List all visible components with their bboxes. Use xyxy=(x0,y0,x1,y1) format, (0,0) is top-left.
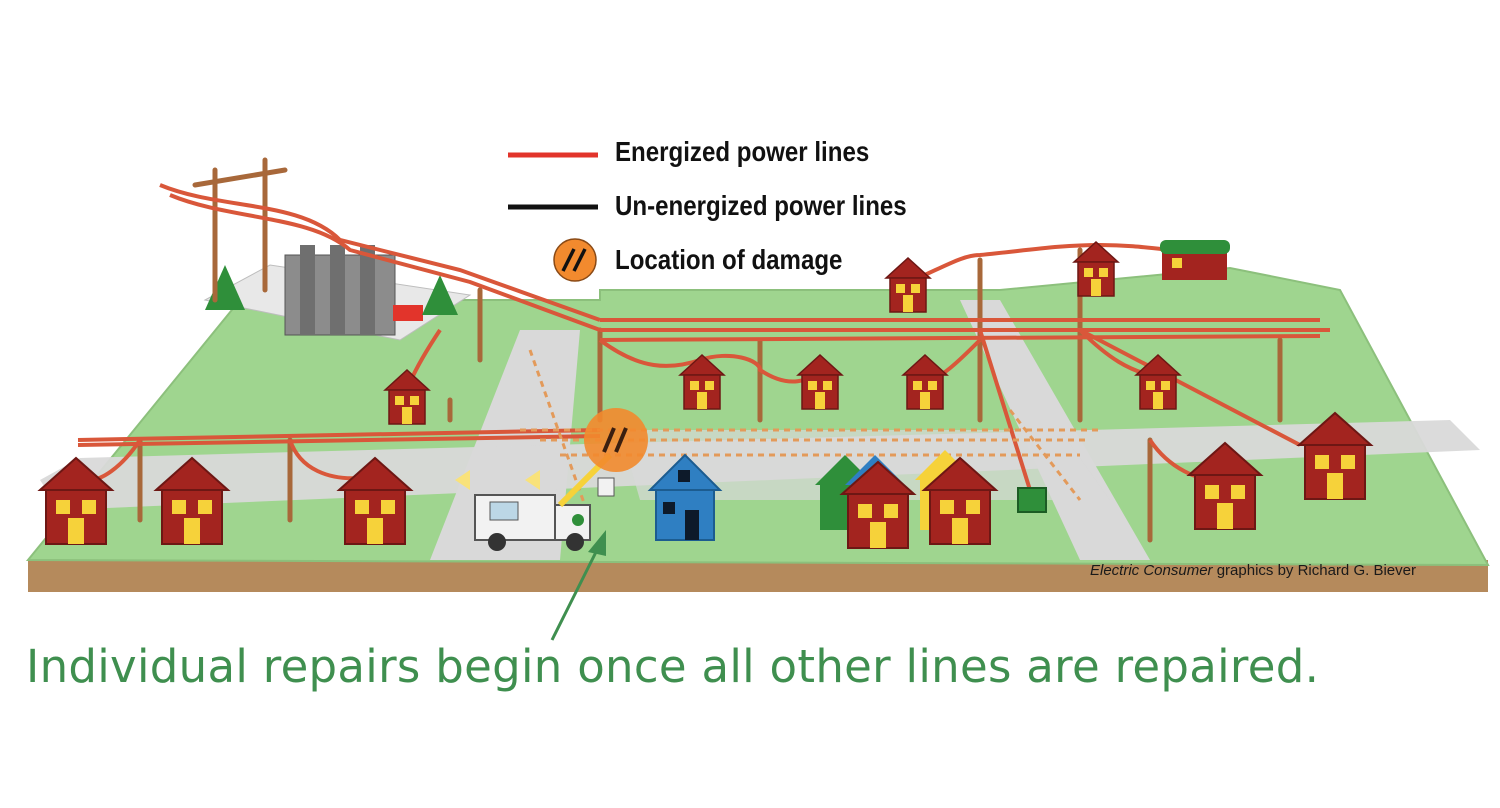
credit-author: graphics by Richard G. Biever xyxy=(1212,562,1416,579)
house xyxy=(885,257,931,313)
graphic-credit: Electric Consumer graphics by Richard G.… xyxy=(1090,562,1416,579)
pointer-arrow xyxy=(550,530,606,641)
damage-location-marker xyxy=(584,408,648,472)
legend-swatches xyxy=(508,152,598,282)
transformer-box xyxy=(1017,487,1047,513)
credit-publication: Electric Consumer xyxy=(1090,562,1213,579)
house-cluster xyxy=(815,450,997,549)
legend-label-damage: Location of damage xyxy=(615,244,843,275)
ground-soil-edge xyxy=(28,560,1488,592)
caption: Individual repairs begin once all other … xyxy=(26,640,1320,693)
energized-power-lines xyxy=(77,183,1330,491)
damage-swatch-icon xyxy=(553,238,597,282)
repair-truck xyxy=(455,452,615,551)
substation-equipment xyxy=(284,245,423,336)
utility-poles xyxy=(137,157,1283,543)
legend-label-energized: Energized power lines xyxy=(615,136,870,167)
blue-house xyxy=(647,453,723,541)
legend-label-un-energized: Un-energized power lines xyxy=(615,190,907,221)
barn xyxy=(1160,240,1230,280)
